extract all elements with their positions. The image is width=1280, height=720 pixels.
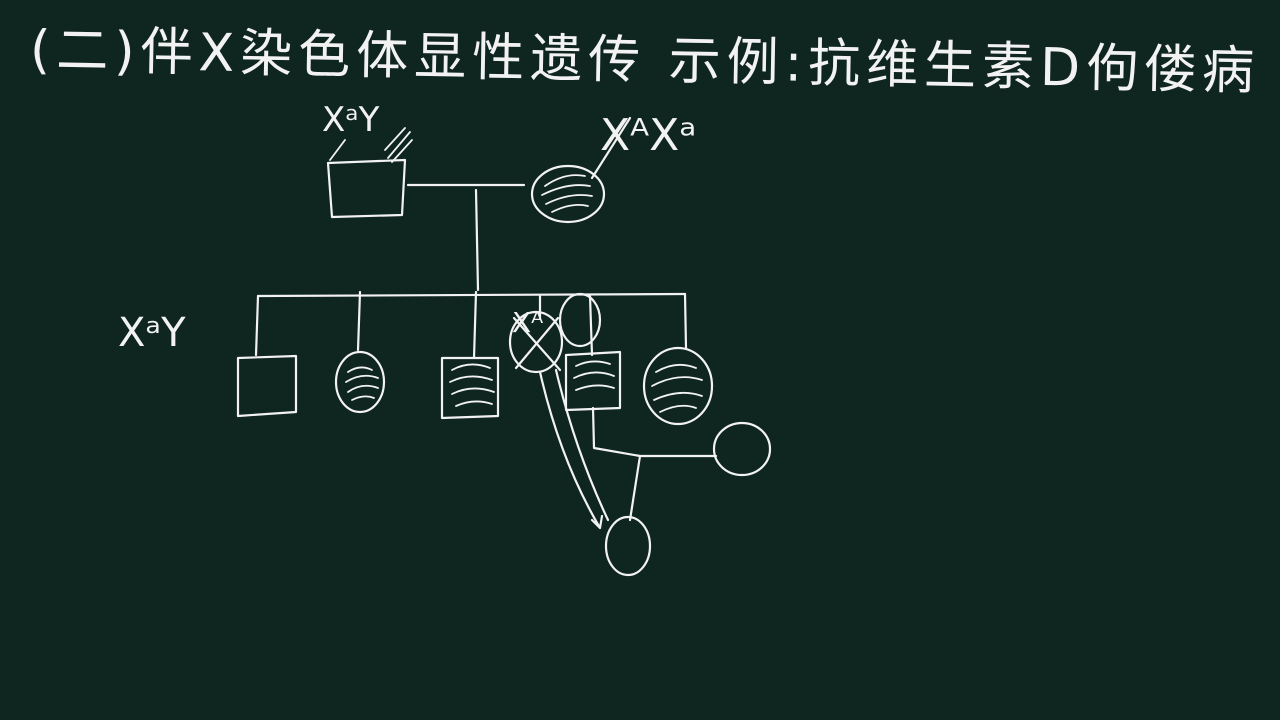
son2-square: [440, 356, 500, 420]
grandchild-descent: [628, 454, 642, 522]
son3-square: [564, 350, 622, 412]
son1-square: [236, 354, 298, 418]
mother-genotype: XᴬXᵃ: [600, 110, 697, 161]
mother-circle: [530, 116, 632, 224]
sibship-line: [256, 292, 687, 298]
descent-line: [474, 188, 480, 292]
father-genotype: XᵃY: [322, 100, 380, 140]
father-square: [326, 127, 413, 219]
daughter3-circle: [642, 346, 714, 426]
son3-descent: [591, 406, 718, 458]
son1-genotype: XᵃY: [118, 310, 186, 356]
inheritance-arrow: [538, 370, 604, 530]
daughter1-circle: [334, 350, 386, 414]
daughter2-circle-crossed: [508, 292, 602, 374]
grandchild-circle: [604, 515, 652, 577]
spouse-circle: [712, 421, 772, 477]
